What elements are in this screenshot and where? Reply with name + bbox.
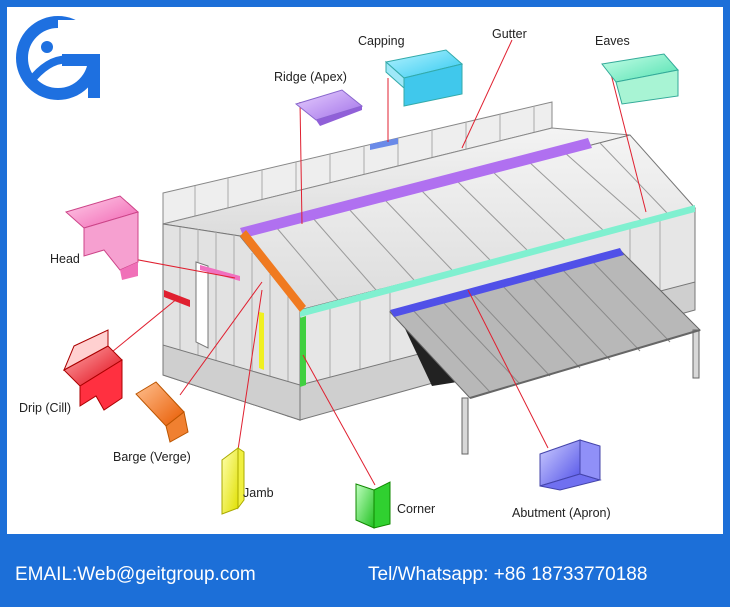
- leader-lines: [95, 39, 647, 486]
- abutment-label: Abutment (Apron): [512, 506, 611, 520]
- eaves-label: Eaves: [595, 34, 630, 48]
- flashing-highlights: [164, 138, 695, 387]
- corner-icon: [355, 481, 391, 529]
- corner-strip: [300, 316, 306, 387]
- drip-icon: [62, 329, 123, 411]
- drip-label: Drip (Cill): [19, 401, 72, 415]
- capping-label: Capping: [358, 34, 405, 48]
- head-label: Head: [50, 252, 80, 266]
- jamb-strip: [259, 312, 264, 370]
- barge-strip: [240, 230, 306, 312]
- barge-label: Barge (Verge): [113, 450, 191, 464]
- abutment-icon: [539, 439, 602, 491]
- barge-icon: [135, 381, 189, 443]
- jamb-icon: [221, 447, 245, 515]
- ridge-strip: [240, 138, 592, 238]
- building-diagram: [16, 16, 701, 529]
- logo: [16, 16, 102, 100]
- ridge-icon: [294, 89, 364, 126]
- phone-text: Tel/Whatsapp: +86 18733770188: [368, 564, 648, 585]
- capping-icon: [384, 49, 464, 107]
- head-icon: [64, 195, 140, 280]
- diagram-canvas: Capping Gutter Eaves Ridge (Apex) Head D…: [7, 7, 723, 534]
- gutter-label: Gutter: [492, 27, 527, 41]
- email-text: EMAIL:Web@geitgroup.com: [15, 564, 256, 585]
- abutment-strip: [390, 248, 624, 317]
- eaves-icon: [601, 53, 679, 105]
- contact-footer: EMAIL:Web@geitgroup.com Tel/Whatsapp: +8…: [0, 534, 730, 607]
- capping-strip: [370, 138, 398, 150]
- building: [162, 101, 701, 455]
- ridge-label: Ridge (Apex): [274, 70, 347, 84]
- eaves-strip: [300, 205, 695, 317]
- corner-label: Corner: [397, 502, 436, 516]
- jamb-label: Jamb: [243, 486, 274, 500]
